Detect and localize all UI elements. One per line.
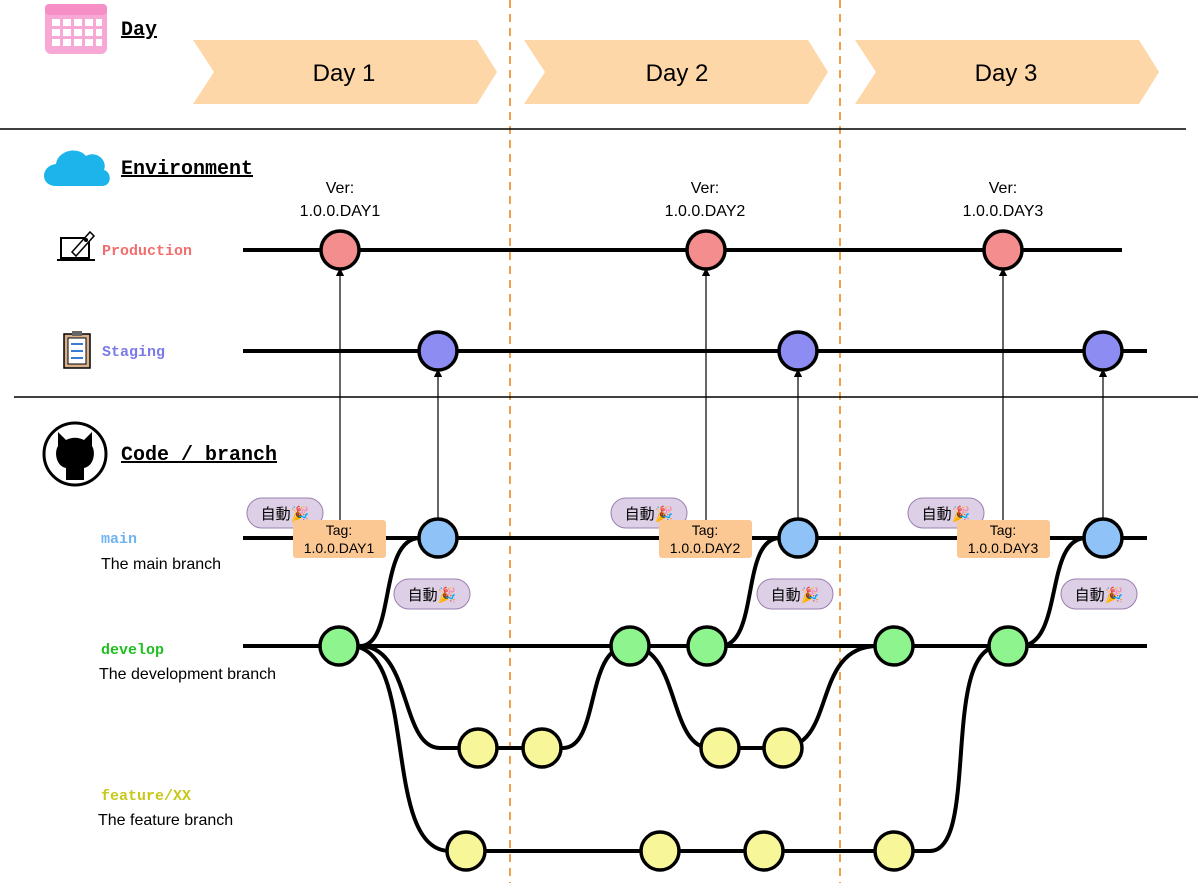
svg-text:自動🎉: 自動🎉 — [408, 586, 457, 604]
develop-node-2 — [609, 625, 651, 667]
day-2-label: Day 2 — [646, 60, 709, 87]
tag-box-2: Tag: 1.0.0.DAY2 — [659, 520, 752, 558]
calendar-icon — [45, 4, 107, 54]
staging-node-2 — [777, 330, 819, 372]
svg-text:1.0.0.DAY2: 1.0.0.DAY2 — [670, 540, 741, 556]
tag-box-3: Tag: 1.0.0.DAY3 — [957, 520, 1050, 558]
day-3-label: Day 3 — [975, 60, 1038, 87]
svg-text:Tag:: Tag: — [990, 522, 1016, 538]
production-node-3 — [982, 229, 1024, 271]
day-section-title: Day — [121, 19, 157, 42]
tag-box-1: Tag: 1.0.0.DAY1 — [293, 520, 386, 558]
svg-text:自動🎉: 自動🎉 — [261, 505, 310, 523]
develop-node-5 — [987, 625, 1029, 667]
svg-text:Tag:: Tag: — [326, 522, 352, 538]
develop-node-4 — [873, 625, 915, 667]
staging-label: Staging — [102, 344, 165, 361]
develop-branch-desc: The development branch — [99, 666, 276, 683]
svg-text:1.0.0.DAY1: 1.0.0.DAY1 — [304, 540, 375, 556]
svg-text:自動🎉: 自動🎉 — [625, 505, 674, 523]
day-1-label: Day 1 — [313, 60, 376, 87]
version-label-2-line1: Ver: — [691, 180, 719, 197]
svg-text:1.0.0.DAY3: 1.0.0.DAY3 — [968, 540, 1039, 556]
feature-node-3 — [699, 727, 741, 769]
feature-node-5 — [445, 830, 487, 872]
develop-branch-name: develop — [101, 642, 164, 659]
feature-path-1 — [359, 644, 629, 750]
version-label-3-line2: 1.0.0.DAY3 — [963, 203, 1044, 220]
auto-badge-6: 自動🎉 — [1060, 578, 1138, 610]
main-branch-name: main — [101, 531, 137, 548]
feature-branch-desc: The feature branch — [98, 812, 233, 829]
staging-node-1 — [417, 330, 459, 372]
feature-node-6 — [639, 830, 681, 872]
production-node-1 — [319, 229, 361, 271]
merge-develop-to-main-3 — [1019, 536, 1087, 648]
version-label-2-line2: 1.0.0.DAY2 — [665, 203, 746, 220]
main-node-1 — [417, 517, 459, 559]
feature-node-4 — [762, 727, 804, 769]
main-branch-desc: The main branch — [101, 556, 221, 573]
feature-node-1 — [457, 727, 499, 769]
merge-develop-to-main-1 — [359, 536, 421, 648]
feature-node-8 — [873, 830, 915, 872]
main-node-3 — [1082, 517, 1124, 559]
feature-branch-name: feature/XX — [101, 788, 191, 805]
feature-node-2 — [521, 727, 563, 769]
production-label: Production — [102, 243, 192, 260]
version-label-1-line2: 1.0.0.DAY1 — [300, 203, 381, 220]
environment-section-title: Environment — [121, 158, 253, 181]
checklist-icon — [63, 331, 91, 369]
version-label-3-line1: Ver: — [989, 180, 1017, 197]
svg-text:自動🎉: 自動🎉 — [922, 505, 971, 523]
rocket-icon — [57, 230, 96, 261]
merge-develop-to-main-2 — [719, 536, 781, 648]
day-2-arrow — [524, 40, 828, 104]
svg-text:自動🎉: 自動🎉 — [771, 586, 820, 604]
cloud-icon — [44, 150, 110, 186]
code-section-title: Code / branch — [121, 444, 277, 467]
svg-text:自動🎉: 自動🎉 — [1075, 586, 1124, 604]
staging-node-3 — [1082, 330, 1124, 372]
develop-node-1 — [318, 625, 360, 667]
day-1-arrow — [193, 40, 497, 104]
main-node-2 — [777, 517, 819, 559]
github-octocat-icon — [42, 421, 108, 487]
auto-badge-4: 自動🎉 — [756, 578, 834, 610]
version-label-1-line1: Ver: — [326, 180, 354, 197]
svg-text:Tag:: Tag: — [692, 522, 718, 538]
day-3-arrow — [855, 40, 1159, 104]
develop-node-3 — [686, 625, 728, 667]
feature-node-7 — [743, 830, 785, 872]
production-node-2 — [685, 229, 727, 271]
auto-badge-2: 自動🎉 — [393, 578, 471, 610]
